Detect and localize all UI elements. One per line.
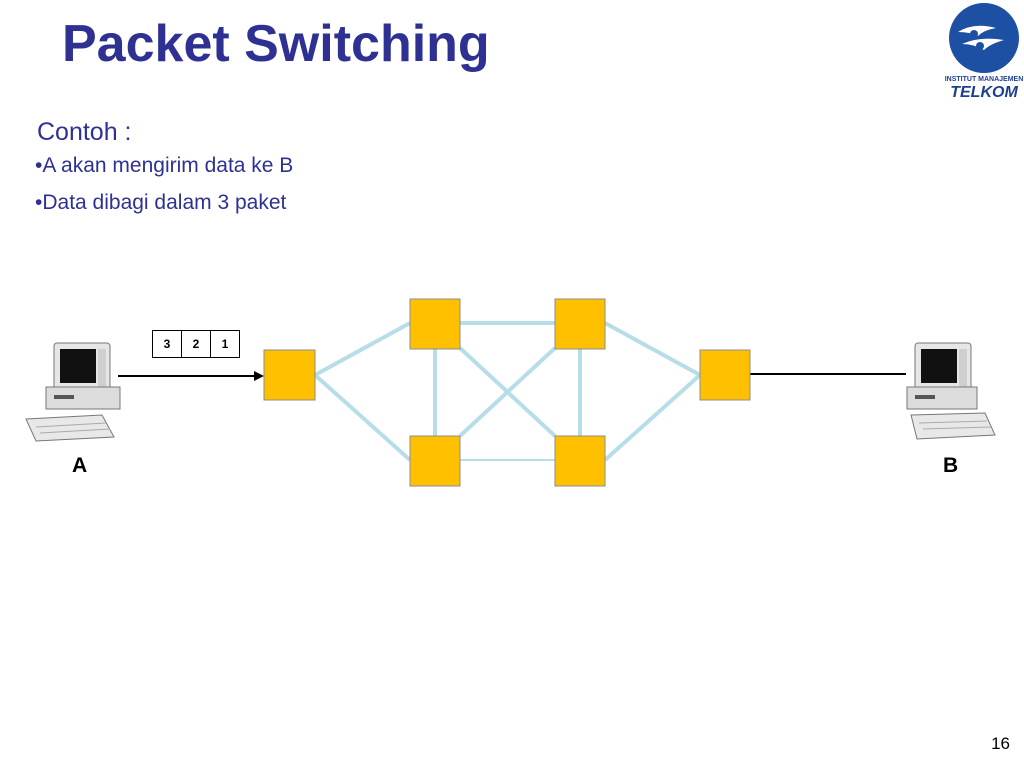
network-links xyxy=(313,321,702,462)
switch-node-exit xyxy=(699,349,751,401)
slide-title: Packet Switching xyxy=(62,15,490,73)
slide-body: Contoh : •A akan mengirim data ke B •Dat… xyxy=(35,118,294,227)
bullet-item: •A akan mengirim data ke B xyxy=(35,154,294,177)
link-entry-top xyxy=(314,321,411,377)
link-exit-bottom xyxy=(603,373,702,462)
host-a-label: A xyxy=(72,454,88,477)
packet-3: 3 xyxy=(152,330,182,358)
logo-text-telkom: TELKOM xyxy=(950,84,1018,101)
packet-1: 1 xyxy=(210,330,240,358)
switch-nodes xyxy=(263,298,751,487)
bullet-item: •Data dibagi dalam 3 paket xyxy=(35,191,287,214)
computer-b-icon xyxy=(906,342,996,440)
logo-text-institute: INSTITUT MANAJEMEN xyxy=(944,76,1024,83)
switch-node-bottom-right xyxy=(554,435,606,487)
link-cross-2 xyxy=(458,346,557,438)
switch-node-bottom-left xyxy=(409,435,461,487)
telkom-logo: INSTITUT MANAJEMEN TELKOM xyxy=(944,2,1024,104)
arrowhead-icon xyxy=(254,371,264,381)
switch-node-top-left xyxy=(409,298,461,350)
link-exit-top xyxy=(604,321,701,377)
telkom-logo-icon xyxy=(949,3,1019,73)
host-b-label: B xyxy=(943,454,959,477)
switch-node-entry xyxy=(263,349,316,401)
page-number: 16 xyxy=(991,734,1010,753)
link-entry-bottom xyxy=(313,373,412,462)
packet-2: 2 xyxy=(181,330,211,358)
body-heading: Contoh : xyxy=(37,118,132,146)
computer-a-icon xyxy=(25,342,121,442)
switch-node-top-right xyxy=(554,298,606,350)
